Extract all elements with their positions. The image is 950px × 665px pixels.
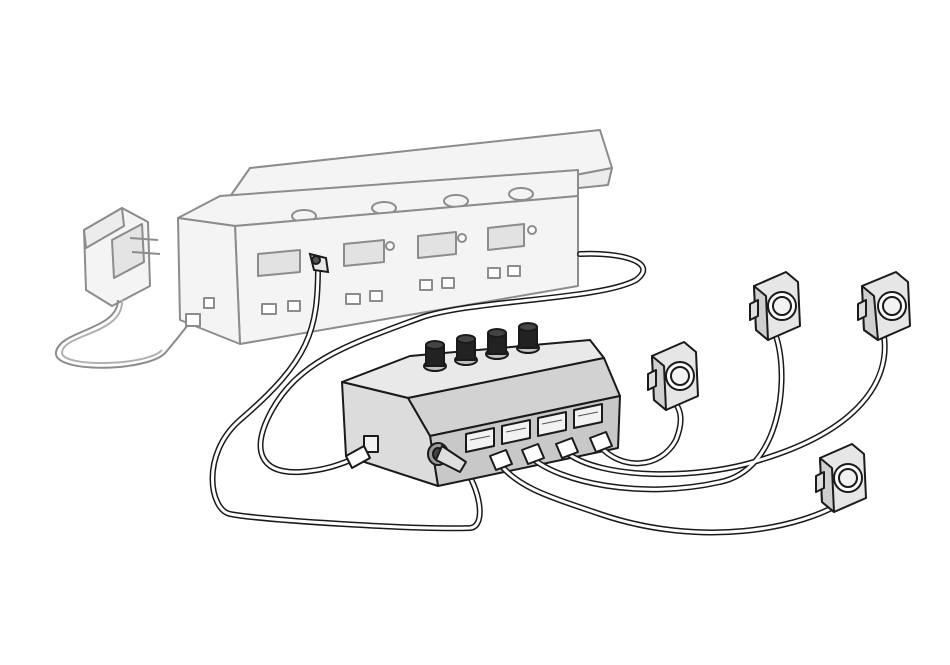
base-unit (177, 129, 613, 345)
speaker-cables (497, 333, 888, 536)
knob-4 (516, 322, 540, 354)
hub-knobs (423, 322, 540, 372)
base-unit-jack-plug (308, 252, 330, 274)
knob-3 (485, 328, 509, 360)
hub-port-2 (501, 419, 531, 445)
speaker-3 (857, 271, 911, 341)
speaker-icon-group (647, 271, 911, 513)
power-adapter-icon (55, 207, 201, 369)
hub-icon (341, 322, 621, 487)
hub-side-plug (345, 445, 371, 469)
knob-1 (423, 340, 447, 372)
hub-power-jack (427, 442, 467, 473)
hub-port-plugs (489, 431, 613, 471)
base-unit-side (177, 217, 241, 345)
speaker-2 (749, 271, 801, 341)
speaker-4 (815, 443, 867, 513)
speaker-1 (647, 341, 699, 411)
knob-2 (454, 334, 478, 366)
hub-port-4 (573, 403, 603, 429)
hub-port-1 (465, 427, 495, 453)
hub-port-3 (537, 411, 567, 437)
hub-side-socket (363, 435, 379, 453)
cables (209, 250, 647, 532)
hub-ports (465, 403, 603, 453)
